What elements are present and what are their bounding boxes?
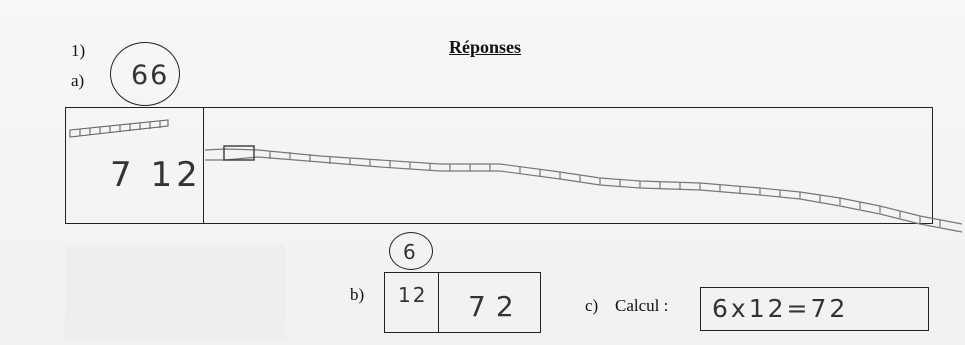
handwritten-b-left: 12: [398, 283, 427, 307]
part-b-label: b): [350, 286, 364, 303]
part-c-label: c): [585, 297, 598, 314]
long-strip-sketch: [205, 146, 962, 232]
short-strip-sketch: [70, 120, 168, 137]
calc-label: Calcul :: [615, 297, 668, 314]
handwritten-answer-b: 6: [403, 240, 418, 264]
handwritten-b-right: 72: [468, 290, 524, 323]
paper-smudge: [65, 245, 285, 340]
part-b-box-divider: [438, 272, 439, 333]
handwritten-calculation: 6x12=72: [712, 294, 848, 323]
